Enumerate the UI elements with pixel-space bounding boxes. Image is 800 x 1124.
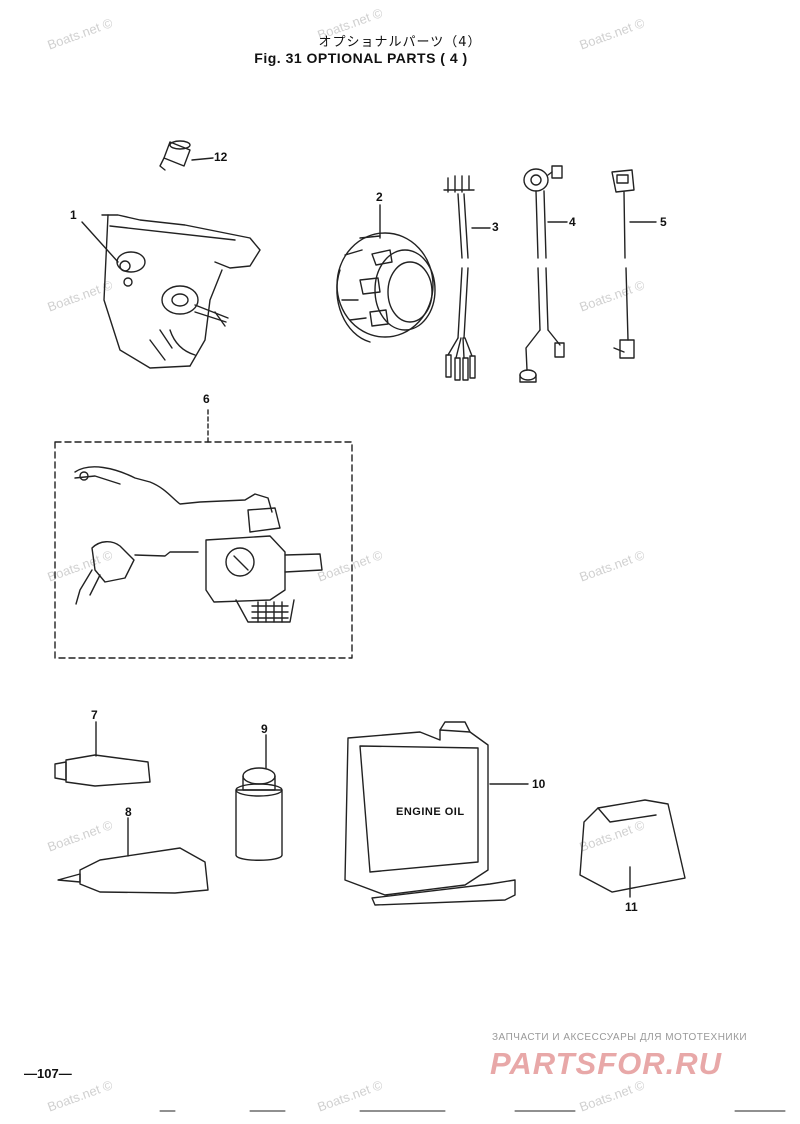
callout-4: 4: [569, 215, 576, 229]
callout-9: 9: [261, 722, 268, 736]
part-3-wire-harness: [443, 175, 491, 381]
callout-12: 12: [214, 150, 228, 164]
part-7-grease-tube: [54, 721, 151, 787]
page-number: —107—: [24, 1066, 72, 1081]
part-10-oil-jug: [344, 721, 529, 906]
callout-7: 7: [91, 708, 98, 722]
part-9-bottle: [235, 734, 283, 861]
part-11-bag: [579, 799, 686, 898]
callout-2: 2: [376, 190, 383, 204]
part-2-ring-mount: [336, 204, 436, 343]
part-1-lower-unit-fitting: [81, 214, 261, 369]
brand-tagline: ЗАПЧАСТИ И АКСЕССУАРЫ ДЛЯ МОТОТЕХНИКИ: [492, 1032, 748, 1043]
figure-title: Fig. 31 OPTIONAL PARTS ( 4 ): [254, 50, 468, 66]
callout-8: 8: [125, 805, 132, 819]
callout-1: 1: [70, 208, 77, 222]
figure-title-japanese: オプショナルパーツ（4）: [318, 35, 482, 50]
jug-label: ENGINE OIL: [396, 806, 465, 818]
callout-3: 3: [492, 220, 499, 234]
brand-logo: PARTSFOR.RU: [490, 1046, 723, 1081]
part-5-lead-wire: [611, 169, 657, 359]
callout-5: 5: [660, 215, 667, 229]
part-4-wire-harness: [519, 165, 568, 383]
part-12-connector: [159, 140, 214, 171]
part-6-flush-kit: [54, 409, 353, 659]
callout-6: 6: [203, 392, 210, 406]
callout-10: 10: [532, 777, 546, 791]
part-8-grease-tube: [57, 817, 209, 894]
callout-11: 11: [625, 900, 638, 914]
